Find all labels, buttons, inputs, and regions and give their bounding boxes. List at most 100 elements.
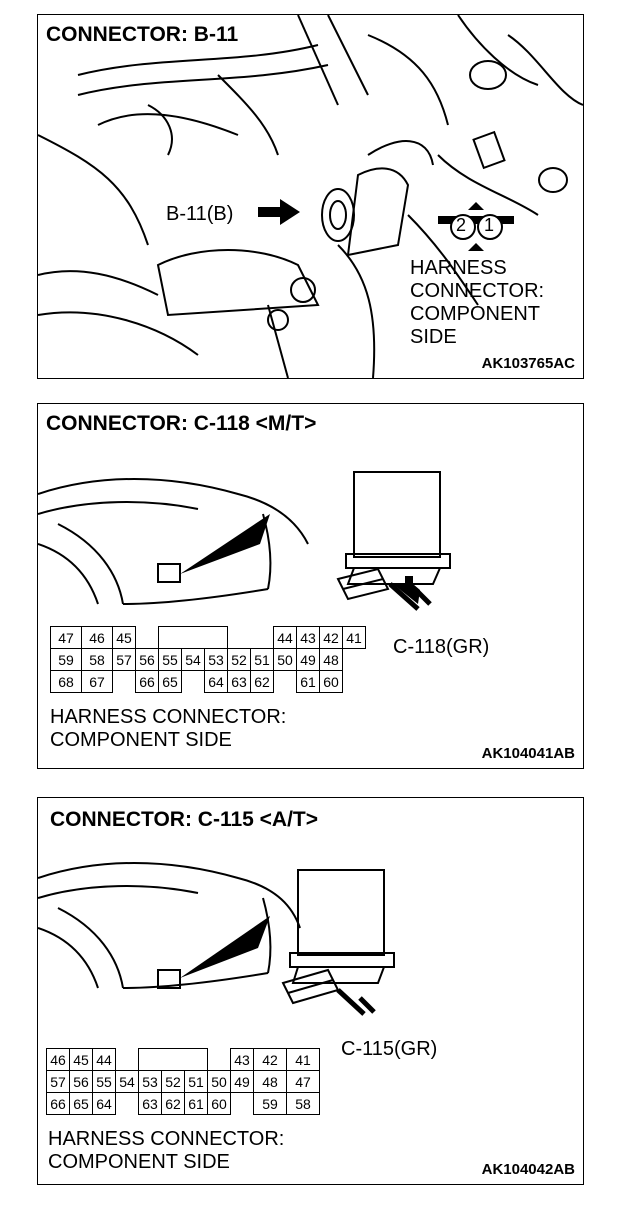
pin-cell: 63 — [227, 670, 251, 693]
harness-connector-caption: HARNESS CONNECTOR: COMPONENT SIDE — [50, 706, 286, 752]
panel-title: CONNECTOR: C-118 <M/T> — [46, 412, 317, 435]
pin-cell: 63 — [138, 1092, 162, 1115]
pointer-arrow-icon — [258, 199, 300, 225]
pin-2-label: 2 — [456, 215, 467, 235]
connector-b11-panel: CONNECTOR: B-11 B-11(B) 2 1 HARNESS CONN… — [37, 14, 584, 379]
pin-cell: 45 — [112, 626, 136, 649]
connector-arrow-icon — [336, 988, 376, 1016]
pin-cell: 52 — [227, 648, 251, 671]
pin-gap — [182, 671, 205, 693]
pin-row: 47 46 45 44 43 42 41 — [50, 626, 366, 649]
pin-cell: 58 — [81, 648, 113, 671]
pin-cell: 67 — [81, 670, 113, 693]
pin-cell: 45 — [69, 1048, 93, 1071]
connector-c118-panel: CONNECTOR: C-118 <M/T> C-118(GR) 47 46 4… — [37, 403, 584, 769]
pin-1-label: 1 — [484, 215, 495, 235]
pin-cell: 57 — [46, 1070, 70, 1093]
caption-line: CONNECTOR: — [410, 280, 545, 302]
pin-cell: 64 — [92, 1092, 116, 1115]
pin-cell: 50 — [207, 1070, 231, 1093]
pin-gap — [251, 627, 274, 649]
pin-cell: 62 — [250, 670, 274, 693]
caption-line: COMPONENT SIDE — [50, 729, 232, 751]
pin-cell: 41 — [286, 1048, 320, 1071]
harness-connector-caption: HARNESS CONNECTOR: COMPONENT SIDE — [48, 1128, 284, 1174]
connector-c115-panel: CONNECTOR: C-115 <A/T> C-115(GR) 46 45 4… — [37, 797, 584, 1185]
pin-cell: 59 — [50, 648, 82, 671]
pin-cell: 43 — [296, 626, 320, 649]
pin-cell: 41 — [342, 626, 366, 649]
pin-row: 66 65 64 63 62 61 60 59 58 — [46, 1092, 320, 1115]
pin-cell: 44 — [92, 1048, 116, 1071]
pin-key — [158, 626, 228, 649]
pin-cell: 65 — [158, 670, 182, 693]
pin-cell: 49 — [230, 1070, 254, 1093]
pointer-label: C-115(GR) — [341, 1038, 438, 1060]
pointer-label: C-118(GR) — [393, 636, 490, 658]
figure-code: AK104041AB — [481, 745, 575, 762]
pin-cell: 60 — [207, 1092, 231, 1115]
pin-gap — [116, 1049, 139, 1071]
pin-cell: 54 — [181, 648, 205, 671]
pin-cell: 56 — [135, 648, 159, 671]
caption-line: COMPONENT SIDE — [48, 1151, 230, 1173]
panel-title: CONNECTOR: C-115 <A/T> — [50, 808, 319, 831]
caption-line: HARNESS CONNECTOR: — [50, 706, 287, 728]
pin-row: 68 67 66 65 64 63 62 61 60 — [50, 670, 366, 693]
pin-cell: 48 — [253, 1070, 287, 1093]
pin-cell: 60 — [319, 670, 343, 693]
pin-cell: 42 — [319, 626, 343, 649]
harness-connector-caption: HARNESS CONNECTOR: COMPONENT SIDE — [410, 257, 544, 349]
pin-cell: 46 — [46, 1048, 70, 1071]
pin-cell: 58 — [286, 1092, 320, 1115]
pin-cell: 47 — [50, 626, 82, 649]
pin-cell: 51 — [250, 648, 274, 671]
pin-gap — [231, 1093, 254, 1115]
connector-arrow-icon — [388, 582, 432, 611]
pin-cell: 56 — [69, 1070, 93, 1093]
pin-cell: 52 — [161, 1070, 185, 1093]
pin-row: 46 45 44 43 42 41 — [46, 1048, 320, 1071]
pin-cell: 50 — [273, 648, 297, 671]
pin-table: 47 46 45 44 43 42 41 59 58 57 56 55 54 5… — [50, 626, 366, 693]
caption-line: COMPONENT — [410, 303, 540, 325]
pin-cell: 66 — [46, 1092, 70, 1115]
caption-line: HARNESS — [410, 257, 507, 279]
pin-cell: 53 — [138, 1070, 162, 1093]
pin-cell: 42 — [253, 1048, 287, 1071]
pin-cell: 43 — [230, 1048, 254, 1071]
pin-cell: 46 — [81, 626, 113, 649]
pin-cell: 47 — [286, 1070, 320, 1093]
pin-cell: 51 — [184, 1070, 208, 1093]
pin-cell: 61 — [184, 1092, 208, 1115]
panel-title: CONNECTOR: B-11 — [46, 23, 239, 46]
pointer-wedge-icon — [180, 916, 270, 978]
dashboard-illustration — [38, 862, 395, 1016]
pin-table: 46 45 44 43 42 41 57 56 55 54 53 52 51 5… — [46, 1048, 320, 1115]
pin-cell: 53 — [204, 648, 228, 671]
pin-cell: 54 — [115, 1070, 139, 1093]
pin-cell: 49 — [296, 648, 320, 671]
pointer-label: B-11(B) — [166, 203, 234, 225]
pin-gap — [228, 627, 251, 649]
pin-cell: 55 — [158, 648, 182, 671]
dashboard-illustration — [38, 471, 451, 611]
pin-gap — [136, 627, 159, 649]
pin-cell: 55 — [92, 1070, 116, 1093]
pin-cell: 48 — [319, 648, 343, 671]
pin-cell: 59 — [253, 1092, 287, 1115]
pin-cell: 65 — [69, 1092, 93, 1115]
pin-cell: 61 — [296, 670, 320, 693]
pin-key — [138, 1048, 208, 1071]
pin-cell: 62 — [161, 1092, 185, 1115]
engine-bay-illustration — [38, 15, 583, 378]
pin-row: 57 56 55 54 53 52 51 50 49 48 47 — [46, 1070, 320, 1093]
caption-line: HARNESS CONNECTOR: — [48, 1128, 285, 1150]
pin-cell: 68 — [50, 670, 82, 693]
pin-cell: 57 — [112, 648, 136, 671]
pin-gap — [274, 671, 297, 693]
pointer-wedge-icon — [180, 514, 270, 574]
figure-code: AK103765AC — [481, 355, 575, 372]
connector-b11-symbol — [438, 202, 514, 251]
caption-line: SIDE — [410, 326, 457, 348]
